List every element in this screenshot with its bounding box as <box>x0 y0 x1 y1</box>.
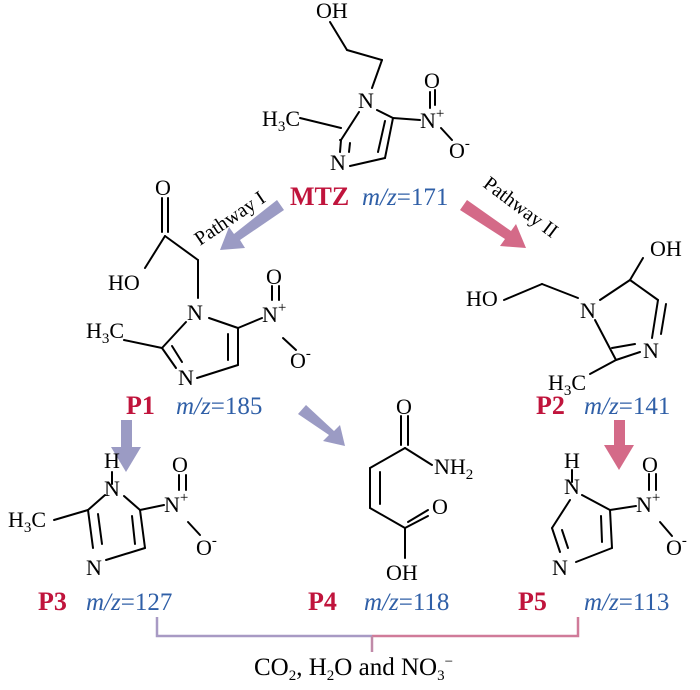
p3-nitro-ominus-label: O- <box>196 533 217 560</box>
p3-structure: H N N H3C N+ O O- <box>8 448 217 580</box>
p1-nitro-o-label: O <box>266 264 282 289</box>
p5-name: P5 <box>518 587 547 616</box>
p3-nitro-o-label: O <box>172 452 188 477</box>
p4-o-label: O <box>396 394 412 419</box>
pathway-two-label: Pathway II <box>479 172 562 242</box>
p5-structure: H N N N+ O O- <box>551 448 687 580</box>
p1-nitro-n-label: N+ <box>262 300 286 327</box>
p1-nitro-ominus-label: O- <box>290 346 311 373</box>
p2-methyl-label: H3C <box>548 370 586 399</box>
p5-nitro-ominus-label: O- <box>666 533 687 560</box>
p3-h-label: H <box>104 448 120 473</box>
mtz-name: MTZ <box>290 182 349 211</box>
p5-h-label: H <box>564 448 580 473</box>
p3-mz: m/z=127 <box>86 589 172 616</box>
p5-n3-label: N <box>552 555 568 580</box>
mtz-nitro-ominus-label: O- <box>449 136 470 163</box>
p5-nitro-n-label: N+ <box>636 490 660 517</box>
p2-structure: OH HO N N H3C <box>466 236 682 399</box>
p1-to-p4-arrow <box>298 405 345 446</box>
p1-ho-label: HO <box>108 270 140 295</box>
p3-name: P3 <box>38 587 67 616</box>
p2-n1-label: N <box>580 298 596 323</box>
p1-structure: O HO N N H3C N+ O O- <box>86 175 311 390</box>
p2-ho-label: HO <box>466 286 498 311</box>
mineralization-bracket <box>155 617 580 652</box>
p1-mz: m/z=185 <box>176 393 262 420</box>
p1-n3-label: N <box>178 365 194 390</box>
p3-n1-label: N <box>104 476 120 501</box>
p4-name: P4 <box>308 587 337 616</box>
p3-methyl-label: H3C <box>8 507 46 536</box>
mtz-structure: OH N N H3C N+ O O- <box>262 0 470 175</box>
p4-nh2-label: NH2 <box>434 454 473 483</box>
p4-structure: O NH2 O OH <box>369 394 473 585</box>
pathway-two-arrow <box>460 200 526 248</box>
p1-methyl-label: H3C <box>86 318 124 347</box>
mtz-mz: m/z=171 <box>362 184 448 211</box>
p4-oh-label: OH <box>386 560 418 585</box>
final-products-label: CO2, H2O and NO3− <box>254 654 453 684</box>
p4-mz: m/z=118 <box>364 589 449 616</box>
p5-n1-label: N <box>564 474 580 499</box>
mtz-nitro-n-label: N+ <box>420 106 444 133</box>
p1-name: P1 <box>126 391 155 420</box>
pathway-one-arrow <box>220 200 284 250</box>
p5-mz: m/z=113 <box>584 589 669 616</box>
p2-mz: m/z=141 <box>584 393 670 420</box>
p2-n3-label: N <box>643 338 659 363</box>
p2-oh-label: OH <box>650 236 682 261</box>
p2-name: P2 <box>536 391 565 420</box>
mtz-n3-label: N <box>330 150 346 175</box>
p2-to-p5-arrow <box>604 420 634 470</box>
mtz-n1-label: N <box>358 88 374 113</box>
p1-to-p3-arrow <box>111 420 141 472</box>
p1-n1-label: N <box>187 300 203 325</box>
mtz-methyl-label: H3C <box>262 106 300 135</box>
p3-nitro-n-label: N+ <box>164 490 188 517</box>
p4-o2-label: O <box>432 494 448 519</box>
p3-n3-label: N <box>86 555 102 580</box>
mtz-nitro-o-label: O <box>424 68 440 93</box>
p5-nitro-o-label: O <box>642 452 658 477</box>
mtz-oh-label: OH <box>316 0 348 23</box>
p1-o-label: O <box>155 175 171 200</box>
